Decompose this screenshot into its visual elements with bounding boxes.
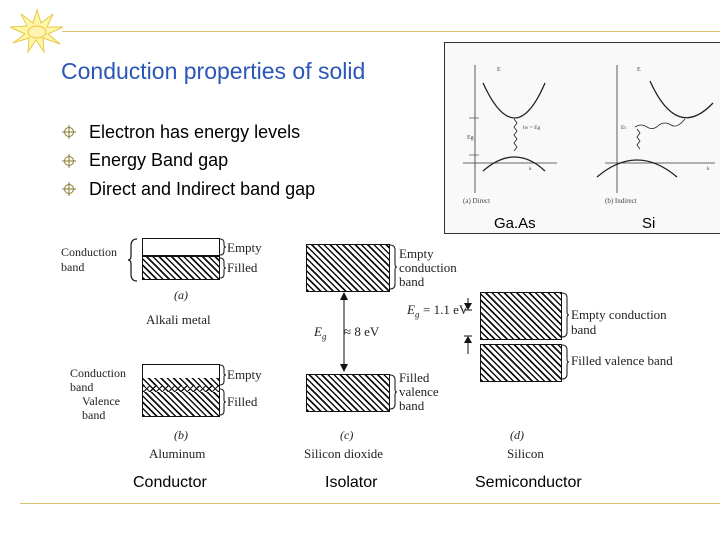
bottom-rule <box>20 503 720 504</box>
label-d-eg-value: = 1.1 eV <box>423 302 469 317</box>
band-c-empty <box>306 244 390 292</box>
brace-icon <box>219 388 227 421</box>
label-d-empty: Empty conduction <box>571 307 667 322</box>
conductor-caption: Conductor <box>133 474 207 491</box>
k-axis-label: k <box>529 166 532 172</box>
isolator-caption: Isolator <box>325 474 378 491</box>
label-b-band: band <box>70 380 94 394</box>
brace-icon <box>219 364 227 391</box>
slide-title: Conduction properties of solid <box>61 58 366 84</box>
bullet-text: Electron has energy levels <box>89 121 301 142</box>
label-b-filled: Filled <box>227 394 258 409</box>
label-c-empty3: band <box>399 274 425 289</box>
label-d-letter: (d) <box>510 428 524 442</box>
label-d-filled: Filled valence band <box>571 353 673 368</box>
label-d-empty2: band <box>571 322 597 337</box>
et-label: Et <box>621 125 626 131</box>
band-a-empty <box>142 238 220 256</box>
band-gap-figure: E Eg hν = Eg k (a) Direct E Et k (b) Ind… <box>444 42 720 234</box>
label-a-filled: Filled <box>227 260 258 275</box>
brace-icon <box>561 344 570 385</box>
k-axis-label: k <box>707 166 710 172</box>
band-c-filled <box>306 374 390 412</box>
bullet-item: Electron has energy levels <box>62 118 315 147</box>
label-c-filled1: Filled <box>399 370 430 385</box>
si-caption: Si <box>642 215 656 232</box>
bullet-icon <box>62 125 89 140</box>
label-d-eg-sub: g <box>414 309 420 320</box>
label-a-conduction: Conduction <box>61 245 117 259</box>
label-b-name: Aluminum <box>149 446 206 461</box>
gap-arrow <box>462 296 474 365</box>
label-b-conduction: Conduction <box>70 366 126 380</box>
top-rule <box>62 31 720 32</box>
band-d-empty <box>480 292 562 340</box>
indirect-caption: (b) Indirect <box>605 197 637 205</box>
label-a-empty: Empty <box>227 240 262 255</box>
label-d-name: Silicon <box>507 446 544 461</box>
label-c-name: Silicon dioxide <box>304 446 384 461</box>
label-c-empty1: Empty <box>399 246 434 261</box>
label-c-filled3: band <box>399 398 425 413</box>
label-c-letter: (c) <box>340 428 354 442</box>
label-d-eg-symbol: E <box>407 302 415 317</box>
e-axis-label: E <box>637 67 641 73</box>
label-b-band2: band <box>82 408 106 422</box>
label-c-eg-symbol: E <box>314 324 322 339</box>
gaas-caption: Ga.As <box>494 215 536 232</box>
bullet-text: Direct and Indirect band gap <box>89 178 316 199</box>
bullet-icon <box>62 182 89 197</box>
label-a-letter: (a) <box>174 288 188 302</box>
label-b-valence: Valence <box>82 394 120 408</box>
bullet-item: Direct and Indirect band gap <box>62 175 315 204</box>
bullet-list: Electron has energy levels Energy Band g… <box>62 118 315 204</box>
e-axis-label: E <box>497 67 501 73</box>
label-c-eg-sub: g <box>321 331 327 342</box>
brace-icon <box>389 374 398 415</box>
direct-caption: (a) Direct <box>463 197 490 205</box>
bullet-icon <box>62 153 89 168</box>
label-c-eg-value: ≈ 8 eV <box>344 324 380 339</box>
eg-label: Eg <box>467 135 474 141</box>
bullet-item: Energy Band gap <box>62 147 315 176</box>
label-c-eg: Eg <box>314 324 326 342</box>
brace-icon <box>219 257 227 284</box>
hv-label: hν = Eg <box>523 125 540 131</box>
brace-icon <box>561 292 570 343</box>
gap-arrow <box>338 292 350 377</box>
label-b-empty: Empty <box>227 367 262 382</box>
band-b-overlap <box>142 386 220 392</box>
brace-icon <box>127 238 139 287</box>
bullet-text: Energy Band gap <box>89 150 229 171</box>
sun-icon <box>8 8 66 54</box>
semiconductor-caption: Semiconductor <box>475 474 582 491</box>
label-b-letter: (b) <box>174 428 188 442</box>
label-a-band: band <box>61 260 85 274</box>
brace-icon <box>389 244 398 295</box>
band-a-filled <box>142 256 220 280</box>
label-c-filled2: valence <box>399 384 439 399</box>
band-d-filled <box>480 344 562 382</box>
band-b-valence <box>142 392 220 417</box>
brace-icon <box>219 238 227 261</box>
label-d-eg: Eg <box>407 302 419 320</box>
band-gap-diagram: E Eg hν = Eg k (a) Direct E Et k (b) Ind… <box>463 65 715 205</box>
label-c-empty2: conduction <box>399 260 457 275</box>
label-a-name: Alkali metal <box>146 312 211 327</box>
